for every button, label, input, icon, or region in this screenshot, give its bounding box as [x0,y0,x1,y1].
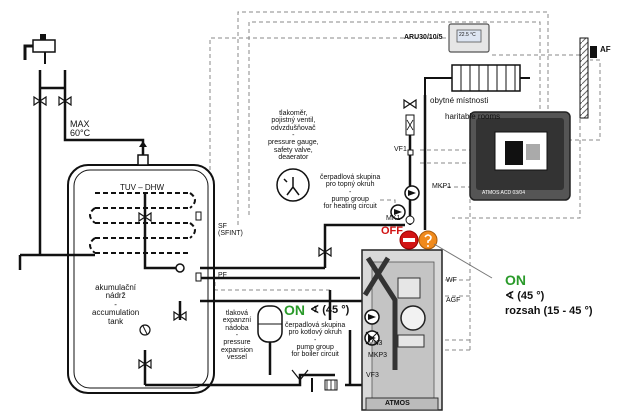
regulator-label: ARU30/10/5 [404,34,443,41]
expansion-vessel-label: tlaková expanzní nádoba - pressure expan… [221,310,253,362]
bottom-fittings [311,378,338,392]
on-label-left: ON [284,302,305,318]
regulator-display: 22.5 °C [459,32,476,38]
room-label-cz: obytné místnosti [430,96,489,105]
dhw-label: TUV – DHW [120,183,164,192]
room-label-en: haritable rooms [445,112,501,121]
radiator-icon [424,64,530,95]
pf-sensor-label: PF [218,272,227,279]
mkp1-label: MKP1 [432,183,452,190]
mkp3-label: MKP3 [368,352,388,359]
regulator-unit [448,23,490,53]
valves [33,95,417,381]
water-tap-icon [23,34,56,64]
heating-pump-group-label: čerpadlová skupina pro topný okruh - pum… [320,174,381,211]
accumulation-tank [67,141,215,394]
boiler-pump-group [364,309,380,346]
boiler-pump-group-label: čerpadlová skupina pro kotlový okruh - p… [285,322,346,359]
range-label-main: rozsah (15 - 45 °) [505,305,593,317]
mk1-label: MK1 [386,215,401,222]
outdoor-sensor-icon [579,37,597,119]
safety-group-label: tlakoměr, pojistný ventil, odvzdušňovač … [268,110,319,162]
outdoor-sensor-label: AF [600,45,611,54]
angle-label-left: ∢ (45 °) [310,304,350,316]
boiler [361,249,443,411]
sf-sensor-label: SF (SFINT) [218,223,243,238]
heating-pump-group [390,114,420,225]
angle-label-main: ∢ (45 °) [505,290,545,302]
tank-sensors [139,211,202,336]
max-temperature-label: MAX 60°C [70,119,91,139]
vf3-label: VF3 [366,372,379,379]
vf1-label: VF1 [394,146,407,153]
dhw-coil [89,192,196,254]
off-label: OFF [381,225,403,237]
pressure-gauge-icon [276,168,310,202]
on-label-main: ON [505,272,526,288]
expansion-vessel [257,305,283,348]
boiler-model-label: ATMOS ACD 03/04 [482,190,525,196]
mk3-label: MK3 [368,340,383,347]
boiler-brand-label: ATMOS [385,400,410,407]
boiler-control-panel [469,111,571,201]
accumulation-tank-label: akumulační nádrž - accumulation tank [92,283,140,326]
agf-label: AGF [446,297,461,304]
thermostatic-valve-indicators [399,230,493,279]
wf-label: WF [446,277,457,284]
